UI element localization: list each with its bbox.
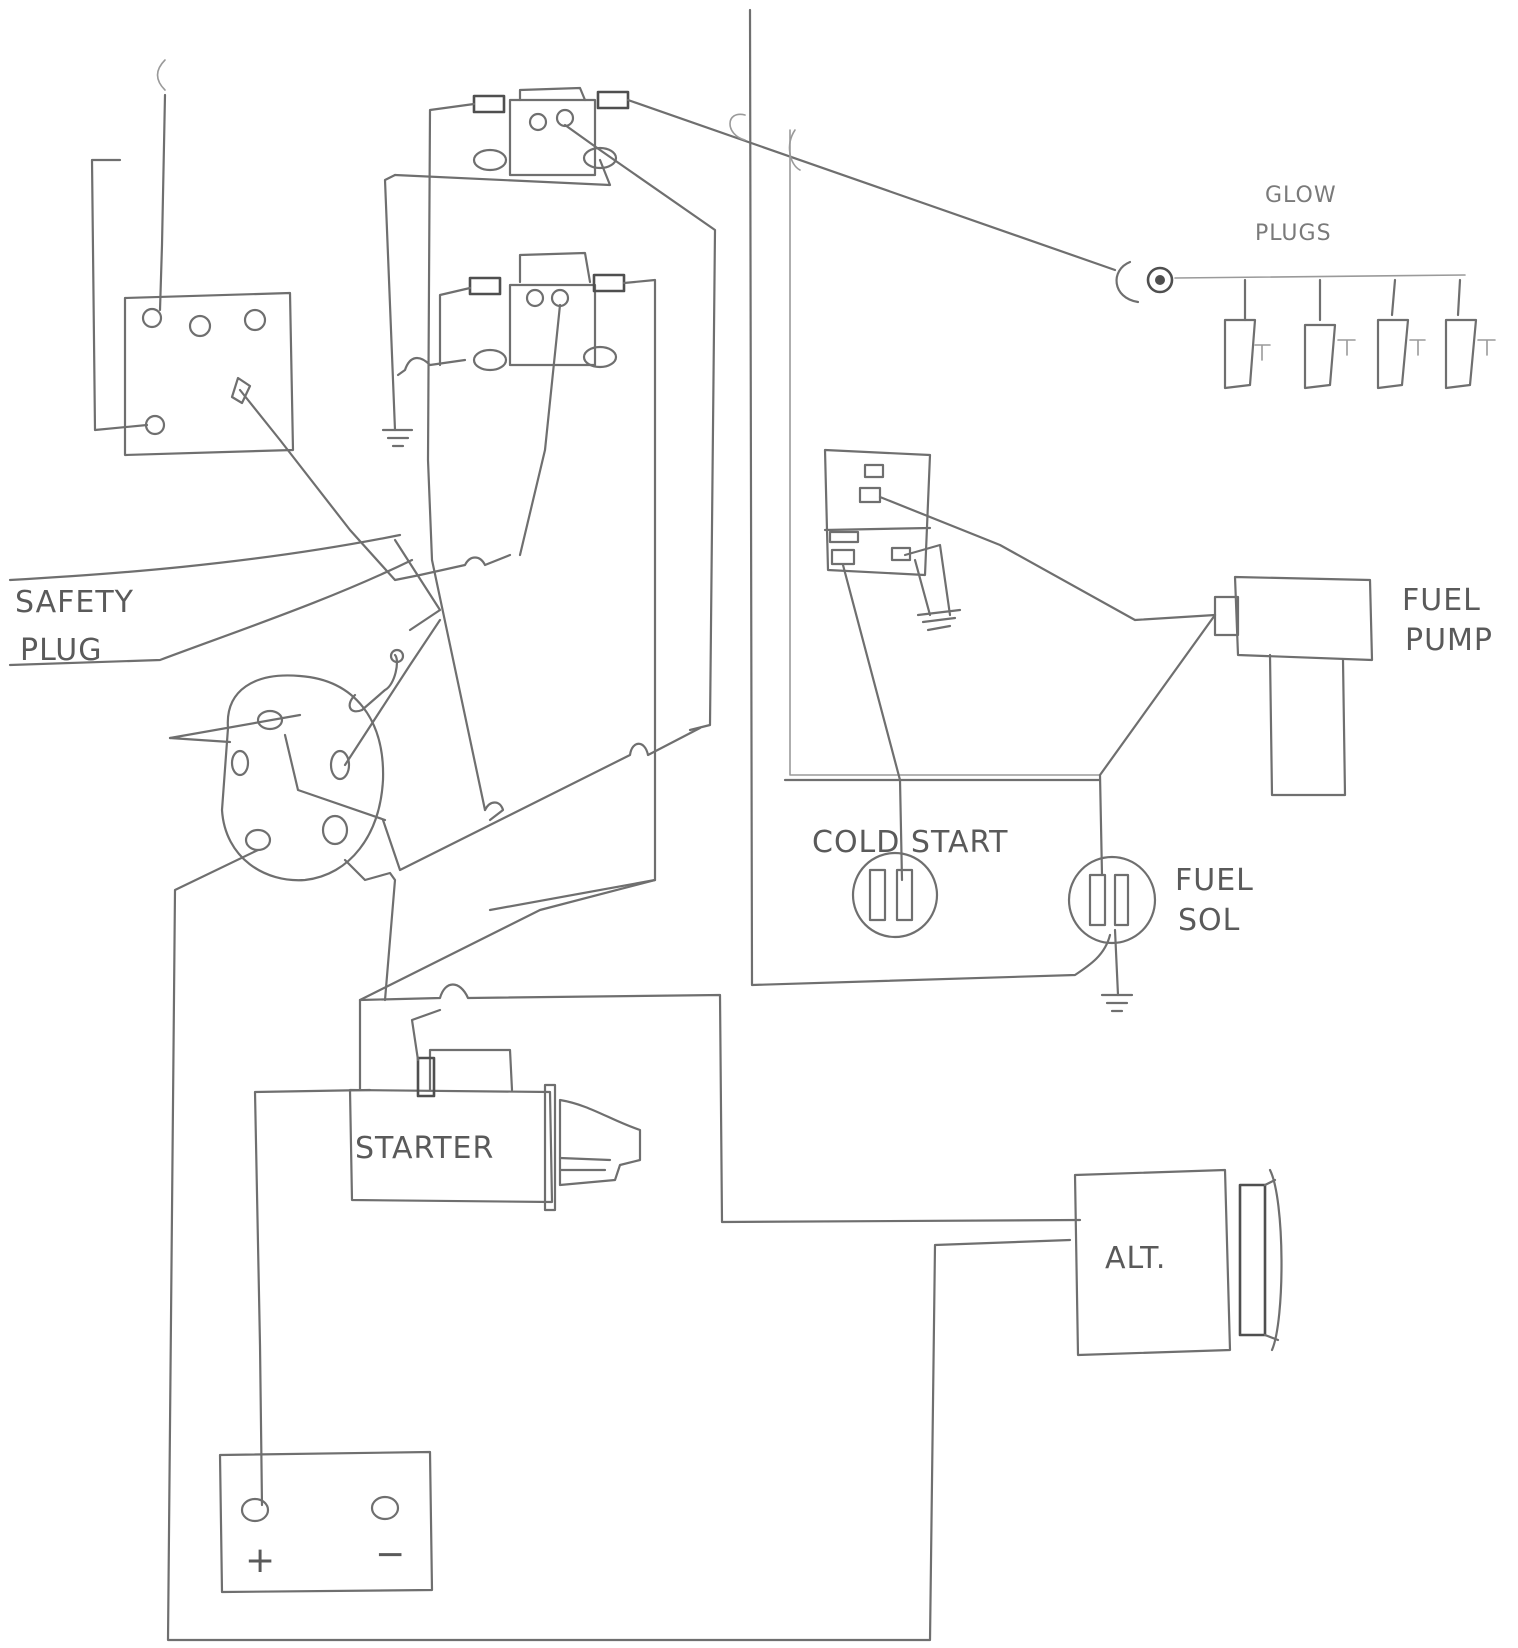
starter-motor: STARTER (348, 1048, 642, 1212)
fuel-sol-label-2: SOL (1178, 903, 1240, 938)
starter-label: STARTER (355, 1131, 494, 1166)
glow-plug-2 (1303, 278, 1356, 390)
fuel-pump-label-2: PUMP (1405, 623, 1493, 658)
glow-plug-connector (1115, 260, 1174, 304)
battery-negative-label: − (375, 1534, 405, 1575)
fuel-pump-label-1: FUEL (1402, 583, 1481, 618)
wire-pump-to-fuelsol (1098, 613, 1217, 877)
relay-2 (468, 251, 626, 372)
wire-key-to-starter (343, 858, 397, 1002)
glow-plugs-label-2: PLUGS (1255, 221, 1332, 246)
fuel-solenoid: FUEL SOL (1067, 855, 1254, 945)
wire-ign-loop-left (90, 158, 149, 432)
wire-ign-top-stub (156, 59, 166, 91)
wire-ground-relay (383, 173, 397, 432)
wire-relay1-loop-right (393, 158, 612, 187)
cold-start-label: COLD START (812, 825, 1008, 860)
wire-glow-bus (1174, 274, 1466, 279)
fuel-sol-label-1: FUEL (1175, 863, 1254, 898)
wire-key-to-right (381, 726, 702, 872)
glow-plug-4 (1444, 278, 1496, 390)
wire-relay1-left (426, 102, 487, 812)
safety-plug-label-2: PLUG (20, 633, 103, 668)
wire-starter-solenoid (410, 1008, 442, 1062)
fuel-control-module (823, 448, 932, 577)
wire-fuse-hop (483, 801, 505, 822)
wire-key-to-battery-bus (166, 848, 1072, 1642)
glow-plug-3 (1376, 278, 1426, 390)
wire-relay2-right (488, 278, 657, 912)
wire-fuelsol-ground (1113, 928, 1120, 997)
wire-relay1-right-down (563, 123, 717, 732)
wire-starter-to-battery (253, 1088, 372, 1507)
battery: + − (218, 1450, 434, 1594)
wire-module-ground (903, 543, 952, 617)
relay-1 (472, 86, 630, 177)
wire-relay2-left (438, 286, 472, 367)
wire-relay1-to-glow (626, 98, 1117, 272)
safety-plug: SAFETY PLUG (8, 533, 442, 668)
wire-right-vertical-2 (789, 129, 1101, 776)
wire-hop-top-2 (788, 129, 801, 171)
ground-symbol-3 (1100, 993, 1134, 1013)
wire-ign-to-safety (238, 388, 512, 582)
ground-symbol-2 (916, 608, 962, 632)
wire-module-to-coldstart (841, 563, 904, 882)
fuel-pump: FUEL PUMP (1213, 575, 1493, 797)
wire-starter-bus (358, 983, 1082, 1224)
glow-plug-1 (1223, 278, 1271, 390)
battery-positive-label: + (245, 1540, 275, 1581)
wire-ign-top (158, 93, 167, 312)
wire-relay2-ground (396, 357, 467, 377)
safety-plug-label-1: SAFETY (15, 585, 134, 620)
wire-module-to-pump (878, 495, 1217, 622)
cold-start-valve: COLD START (812, 825, 1008, 939)
wire-hop-top-1 (729, 113, 746, 141)
wire-key-to-bus-diag (358, 878, 657, 1002)
key-switch (168, 618, 442, 882)
glow-plugs-label-1: GLOW (1265, 183, 1337, 208)
alternator-label: ALT. (1105, 1241, 1166, 1276)
ignition-switch-box (123, 291, 295, 457)
ground-symbol-1 (381, 428, 414, 448)
wire-relay2-center (518, 303, 562, 557)
alternator: ALT. (1073, 1168, 1283, 1357)
